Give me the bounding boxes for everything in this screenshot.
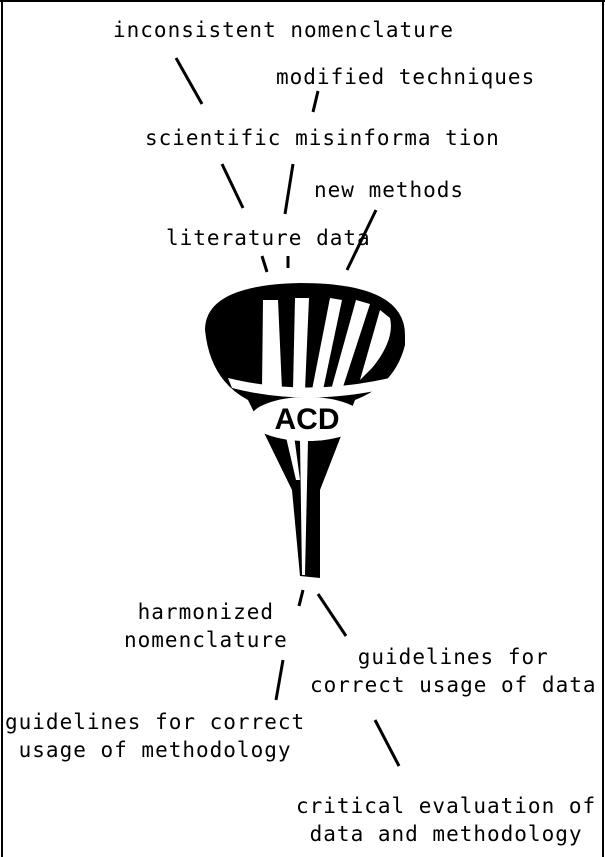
connector-inconsistent (174, 57, 204, 105)
connector-guidelines-data (316, 593, 348, 637)
input-literature-data: literature data (166, 226, 371, 250)
funnel-acd-label: ACD (275, 403, 340, 436)
output-critical-line1: critical evaluation of (296, 794, 597, 818)
output-harmonized-line1: harmonized (137, 600, 275, 624)
output-critical-evaluation: critical evaluation of data and methodol… (296, 792, 596, 848)
connector-critical (373, 719, 401, 767)
input-inconsistent-nomenclature: inconsistent nomenclature (113, 18, 455, 42)
output-guidelines-data-line2: correct usage of data (310, 673, 597, 697)
output-critical-line2: data and methodology (309, 822, 583, 846)
connector-modified (311, 90, 320, 113)
output-guidelines-methodology: guidelines for correct usage of methodol… (5, 708, 305, 764)
connector-literature-left (260, 255, 269, 273)
output-harmonized-nomenclature: harmonized nomenclature (124, 598, 288, 654)
connector-newmethods (345, 209, 378, 271)
connector-misinformation (283, 163, 295, 215)
funnel-icon (205, 283, 405, 578)
connector-harmonized (297, 589, 305, 607)
input-scientific-misinformation: scientific misinforma tion (145, 126, 500, 150)
output-guidelines-method-line2: usage of methodology (18, 738, 292, 762)
output-guidelines-data-line1: guidelines for (357, 645, 549, 669)
input-modified-techniques: modified techniques (276, 65, 536, 89)
output-guidelines-data: guidelines for correct usage of data (310, 643, 597, 699)
input-new-methods: new methods (314, 178, 465, 202)
output-harmonized-line2: nomenclature (124, 628, 288, 652)
connector-scientific (220, 163, 245, 209)
connector-guidelines-method (274, 659, 285, 701)
output-guidelines-method-line1: guidelines for correct (5, 710, 306, 734)
